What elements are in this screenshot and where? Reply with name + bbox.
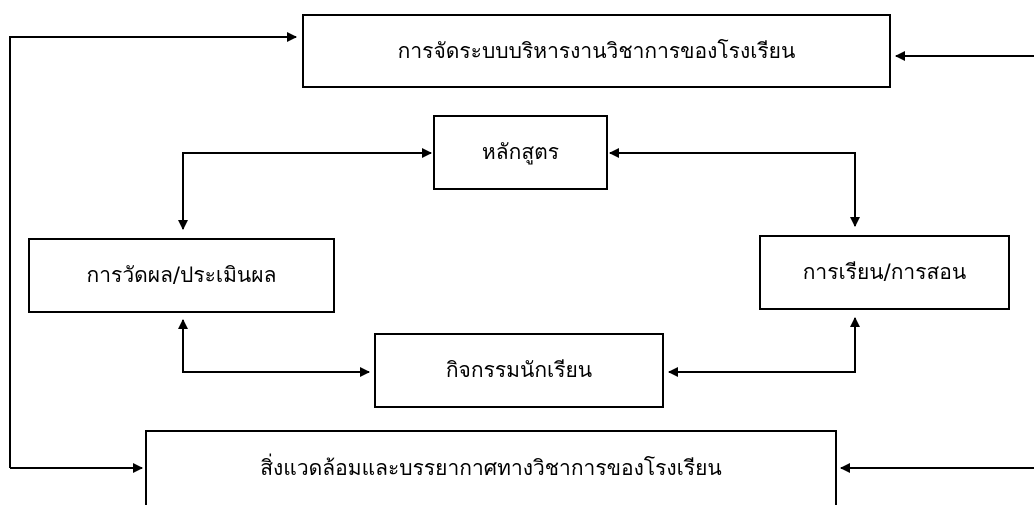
node-activities-label: กิจกรรมนักเรียน (445, 358, 593, 382)
node-activities: กิจกรรมนักเรียน (374, 333, 664, 408)
node-assessment-label: การวัดผล/ประเมินผล (86, 263, 277, 287)
node-teaching-label: การเรียน/การสอน (802, 260, 967, 284)
node-teaching: การเรียน/การสอน (759, 235, 1010, 310)
edge-assessment-activities (178, 319, 370, 377)
node-curriculum-label: หลักสูตร (481, 140, 560, 164)
node-assessment: การวัดผล/ประเมินผล (28, 238, 335, 313)
node-environment: สิ่งแวดล้อมและบรรยากาศทางวิชาการของโรงเร… (145, 430, 837, 505)
edge-curriculum-assessment (178, 148, 432, 230)
edge-curriculum-teaching (609, 148, 860, 227)
edge-left-admin (9, 32, 297, 468)
edge-teaching-activities (668, 317, 860, 377)
node-admin: การจัดระบบบริหารงานวิชาการของโรงเรียน (302, 14, 891, 88)
node-environment-label: สิ่งแวดล้อมและบรรยากาศทางวิชาการของโรงเร… (260, 456, 722, 480)
node-admin-label: การจัดระบบบริหารงานวิชาการของโรงเรียน (397, 38, 796, 63)
node-curriculum: หลักสูตร (433, 115, 608, 190)
